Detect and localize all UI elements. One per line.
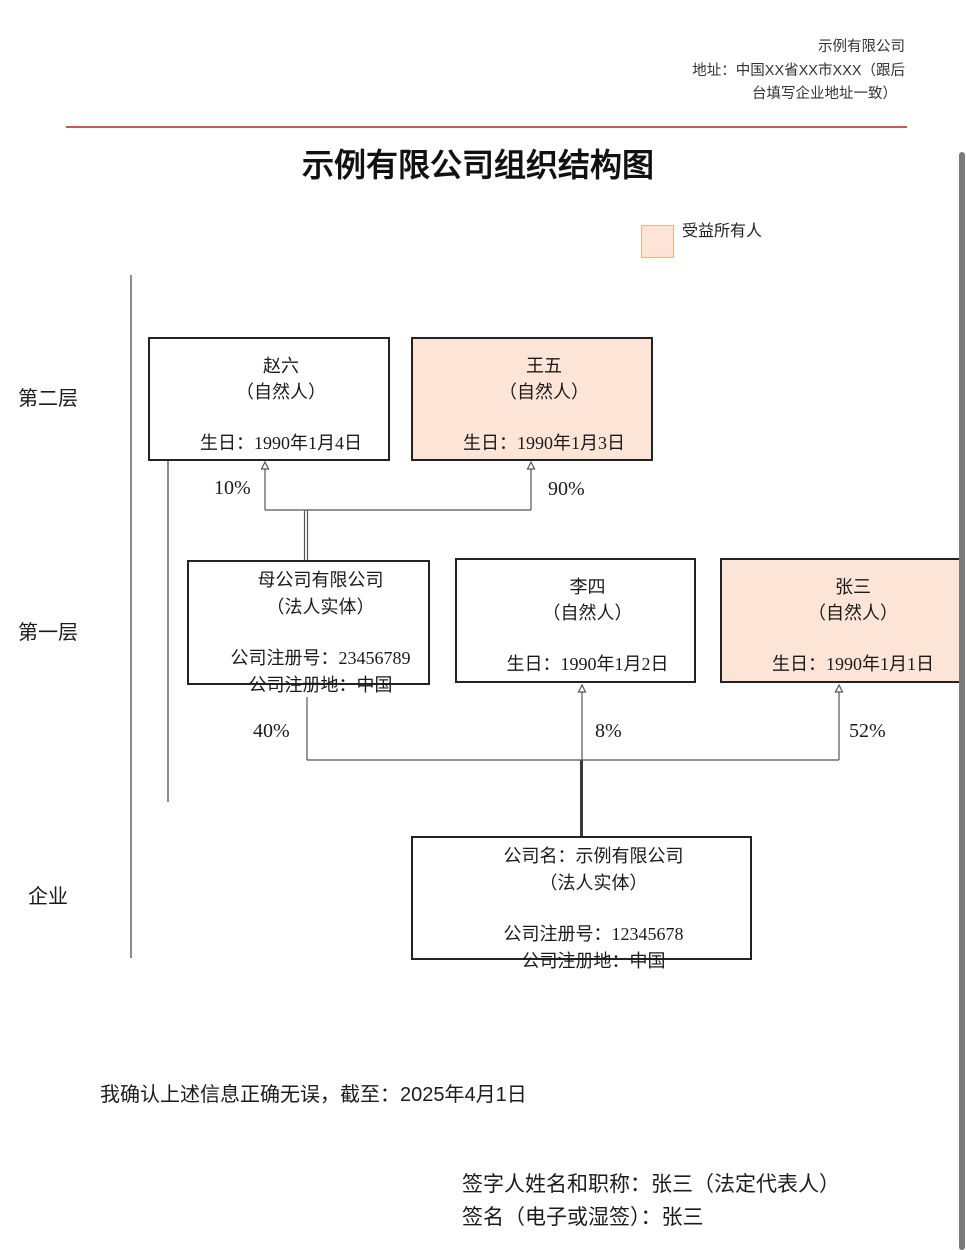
node-entity-type: （自然人） bbox=[499, 382, 589, 402]
share-label-zhang-san: 52% bbox=[849, 720, 886, 742]
confirmation-statement: 我确认上述信息正确无误，截至：2025年4月1日 bbox=[100, 1084, 527, 1106]
node-wang-wu: 王五 （自然人） 生日：1990年1月3日 bbox=[411, 337, 653, 461]
node-birthday: 生日：1990年1月3日 bbox=[463, 433, 625, 453]
node-name: 赵六 bbox=[263, 356, 299, 376]
node-registration-place: 公司注册地：中国 bbox=[248, 675, 393, 695]
connector-group-parent-company-owners bbox=[260, 460, 536, 560]
node-entity-type: （自然人） bbox=[236, 382, 326, 402]
node-name: 王五 bbox=[526, 356, 562, 376]
node-zhang-san: 张三 （自然人） 生日：1990年1月1日 bbox=[720, 558, 962, 683]
layer-label-enterprise: 企业 bbox=[28, 886, 68, 908]
layer-label-first: 第一层 bbox=[18, 622, 78, 644]
letterhead-address-line: 地址：中国XX省XX市XXX（跟后 bbox=[692, 62, 905, 79]
layer-label-second: 第二层 bbox=[18, 388, 78, 410]
arrowhead bbox=[260, 460, 270, 470]
layer-axis-line bbox=[130, 275, 132, 958]
arrowhead bbox=[577, 683, 587, 693]
arrowhead bbox=[834, 683, 844, 693]
node-li-si: 李四 （自然人） 生日：1990年1月2日 bbox=[455, 558, 696, 683]
letterhead: 示例有限公司 地址：中国XX省XX市XXX（跟后 台填写企业地址一致） bbox=[692, 36, 905, 107]
header-rule bbox=[66, 126, 907, 128]
node-name: 公司名：示例有限公司 bbox=[503, 846, 684, 866]
node-name: 李四 bbox=[569, 577, 606, 597]
share-label-li-si: 8% bbox=[595, 720, 622, 742]
legend-label: 受益所有人 bbox=[682, 223, 763, 240]
node-entity-type: （法人实体） bbox=[266, 597, 375, 617]
node-registration-place: 公司注册地：中国 bbox=[521, 951, 666, 971]
node-registration-number: 公司注册号：12345678 bbox=[503, 924, 684, 944]
node-registration-number: 公司注册号：23456789 bbox=[230, 648, 411, 668]
legend-swatch bbox=[641, 225, 674, 258]
signature-line: 签名（电子或湿签）：张三 bbox=[462, 1206, 704, 1229]
connector-group-company-owners bbox=[306, 683, 844, 836]
node-entity-type: （自然人） bbox=[808, 603, 898, 623]
arrowhead bbox=[526, 460, 536, 470]
signer-name-title: 签字人姓名和职称：张三（法定代表人） bbox=[462, 1173, 840, 1196]
node-name: 母公司有限公司 bbox=[257, 570, 384, 590]
node-birthday: 生日：1990年1月1日 bbox=[772, 654, 934, 674]
node-entity-type: （法人实体） bbox=[539, 873, 648, 893]
node-parent-company: 母公司有限公司 （法人实体） 公司注册号：23456789 公司注册地：中国 bbox=[187, 560, 430, 695]
node-birthday: 生日：1990年1月2日 bbox=[506, 654, 669, 674]
layer-guide-line bbox=[167, 461, 169, 802]
letterhead-address-line: 台填写企业地址一致） bbox=[752, 86, 897, 102]
letterhead-company: 示例有限公司 bbox=[818, 39, 905, 55]
share-label-zhao-liu: 10% bbox=[214, 477, 251, 499]
node-company: 公司名：示例有限公司 （法人实体） 公司注册号：12345678 公司注册地：中… bbox=[411, 836, 752, 971]
vertical-scrollbar[interactable] bbox=[959, 152, 965, 1250]
node-entity-type: （自然人） bbox=[542, 603, 633, 623]
page-title: 示例有限公司组织结构图 bbox=[301, 147, 654, 183]
node-name: 张三 bbox=[835, 577, 871, 597]
share-label-parent-company: 40% bbox=[253, 720, 290, 742]
node-zhao-liu: 赵六 （自然人） 生日：1990年1月4日 bbox=[148, 337, 390, 461]
node-birthday: 生日：1990年1月4日 bbox=[200, 433, 362, 453]
share-label-wang-wu: 90% bbox=[548, 478, 585, 500]
